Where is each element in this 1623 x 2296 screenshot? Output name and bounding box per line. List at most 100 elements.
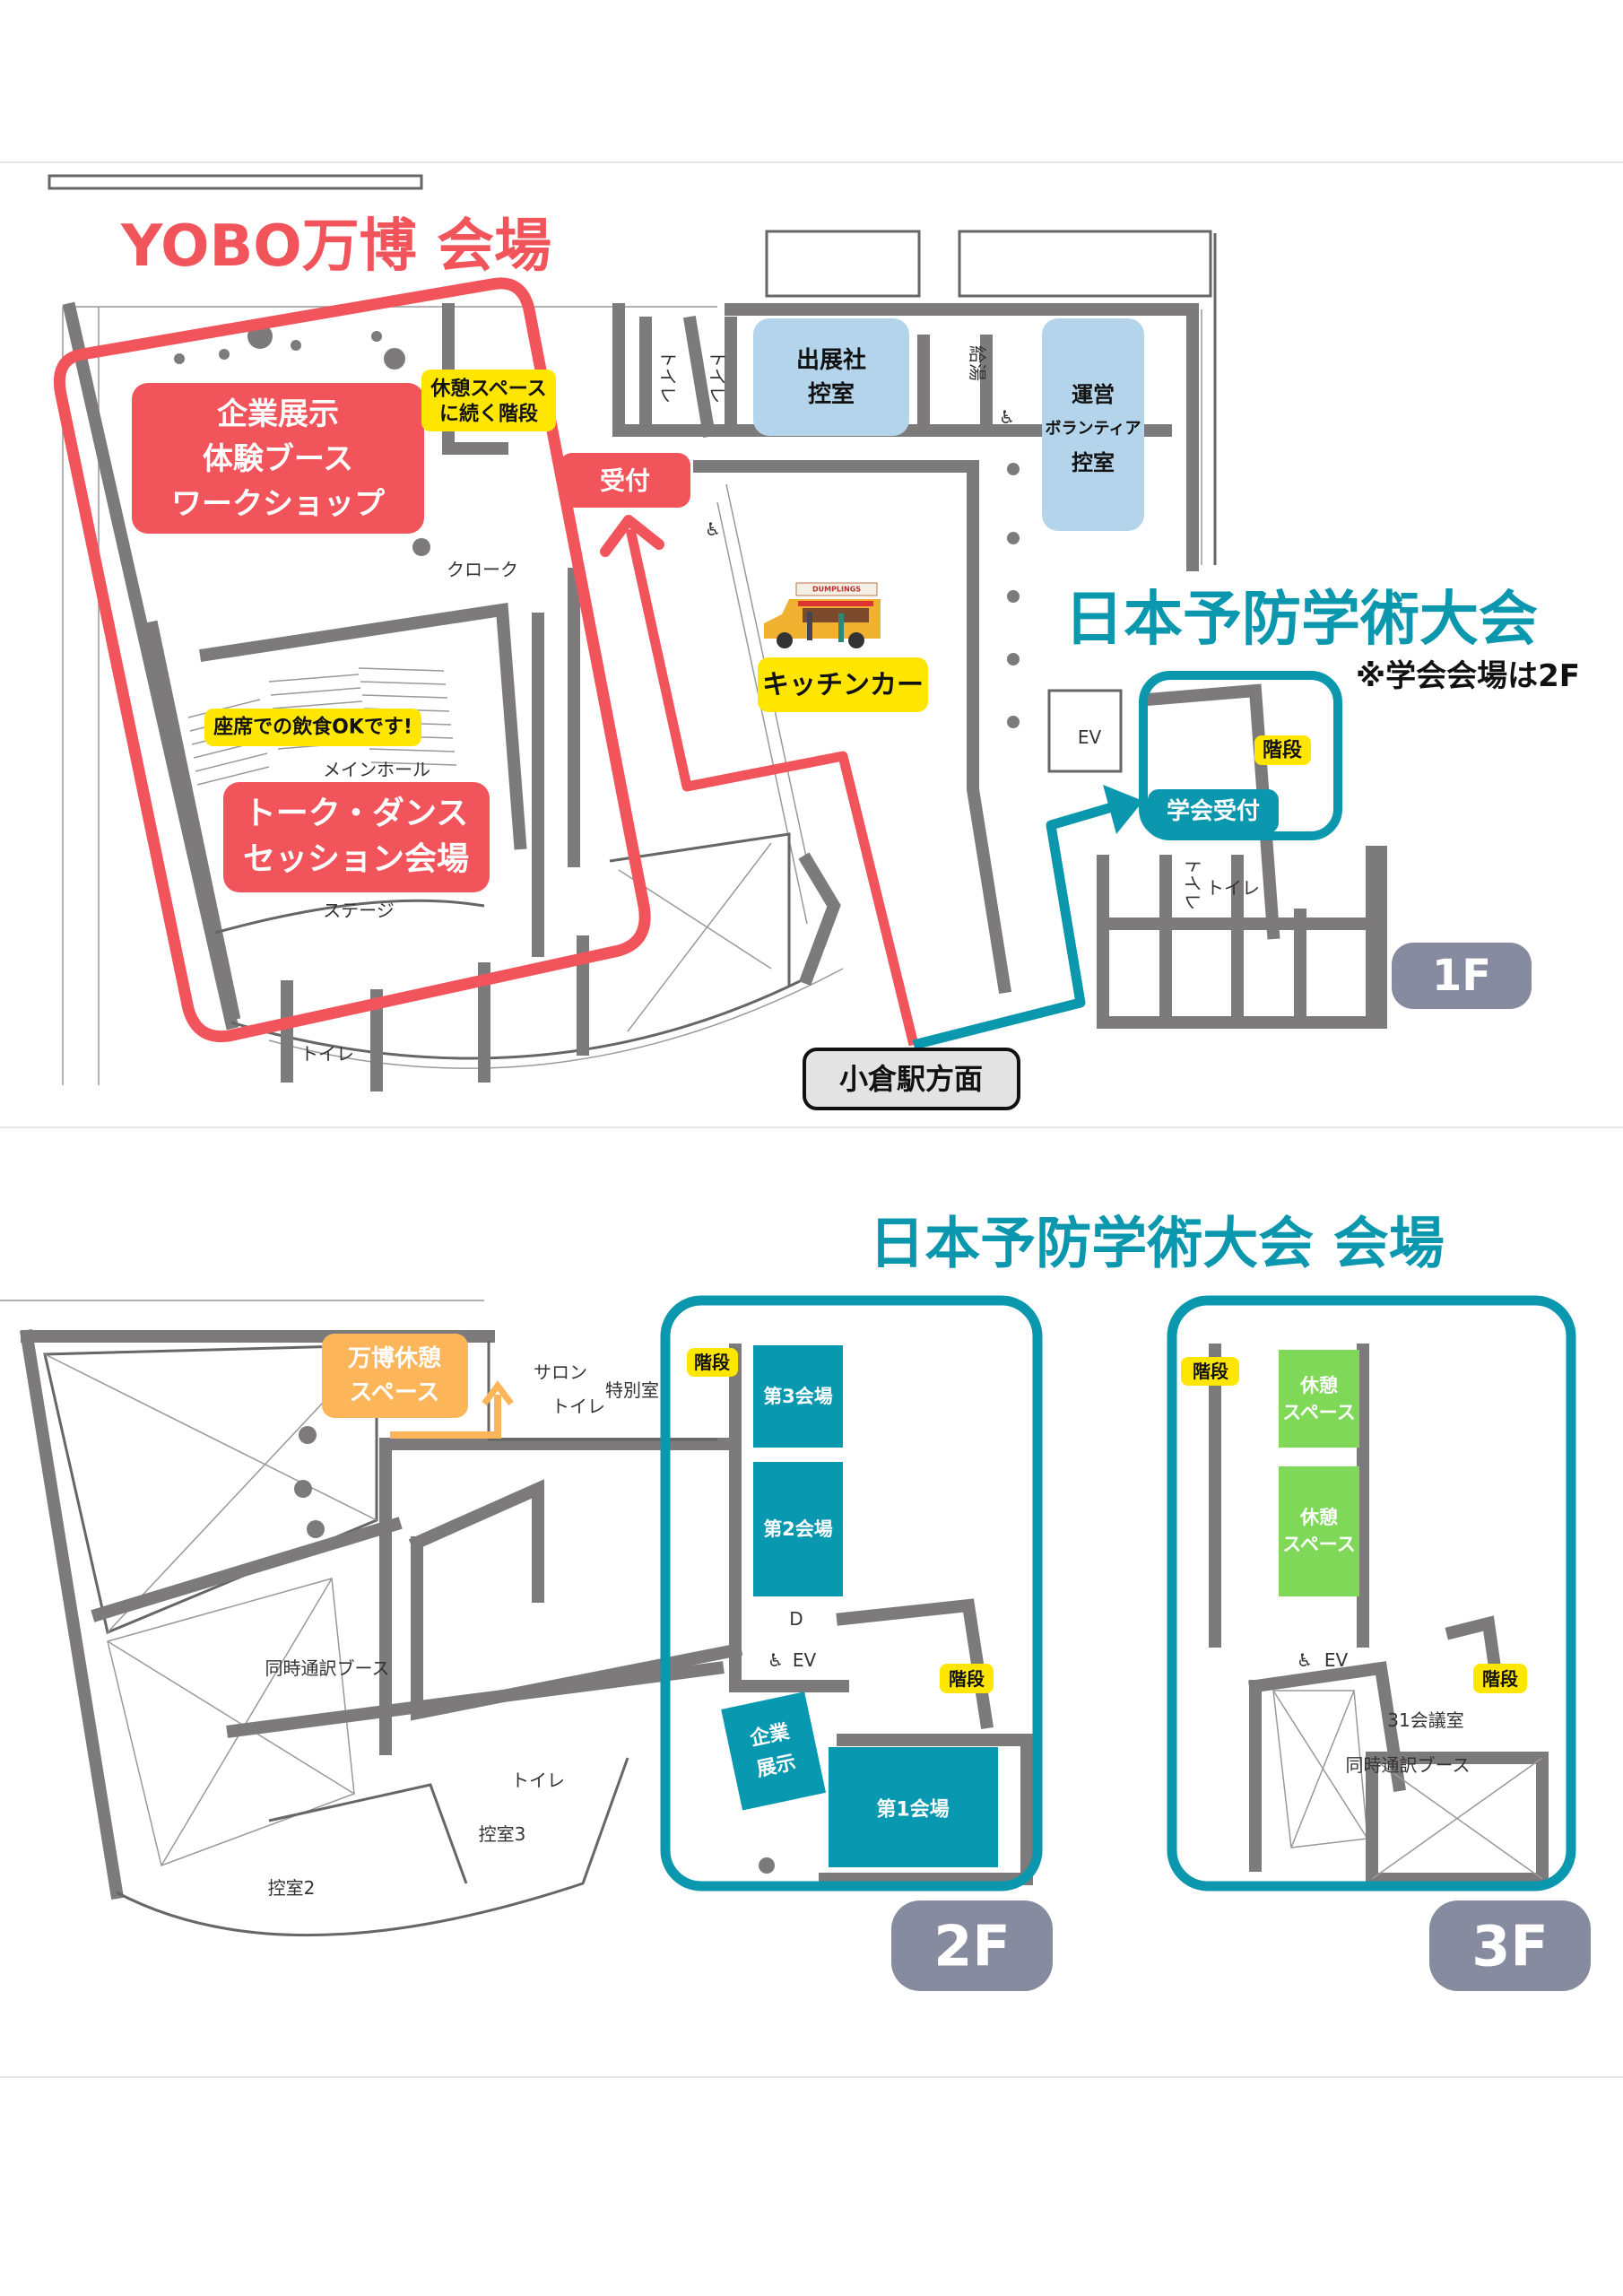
stairs-label: 階段	[940, 1664, 994, 1693]
svg-text:第2会場: 第2会場	[763, 1518, 833, 1540]
seat-food-note: 座席での飲食OKです!	[204, 709, 421, 746]
expo-rest-space: 万博休憩 スペース	[322, 1334, 514, 1439]
svg-text:スペース: スペース	[350, 1379, 440, 1406]
svg-text:スペース: スペース	[1282, 1534, 1355, 1555]
svg-text:小倉駅方面: 小倉駅方面	[839, 1062, 983, 1096]
kokura-station-direction: 小倉駅方面	[803, 1048, 1020, 1110]
volunteer-waiting-room: 運営 ボランティア 控室	[1042, 318, 1144, 531]
accessible-icon: ♿	[999, 406, 1015, 428]
stairs-label: 階段	[1181, 1357, 1239, 1386]
hall-3: 第3会場	[753, 1345, 843, 1448]
svg-text:休憩スペース: 休憩スペース	[430, 378, 546, 401]
svg-text:3F: 3F	[1471, 1914, 1549, 1979]
svg-text:階段: 階段	[949, 1668, 985, 1690]
svg-text:体験ブース: 体験ブース	[203, 441, 353, 477]
svg-text:運営: 運営	[1072, 382, 1115, 407]
route-to-yobo-expo	[600, 515, 919, 1047]
svg-text:企業展示: 企業展示	[217, 396, 339, 432]
room-d-label: D	[789, 1608, 803, 1630]
hall-1: 第1会場	[829, 1747, 998, 1867]
cloak-label: クローク	[447, 559, 518, 580]
floor3-conference-zone	[1167, 1295, 1576, 1892]
elevator-label: EV	[1078, 726, 1102, 748]
floor-1f-badge: 1F	[1392, 943, 1532, 1009]
floor2-conference-zone	[660, 1295, 1043, 1892]
interp-booth-label: 同時通訳ブース	[1346, 1754, 1471, 1776]
floor-2f-badge: 2F	[891, 1900, 1053, 1991]
svg-text:セッション会場: セッション会場	[243, 841, 469, 878]
rest-stairs-note: 休憩スペース に続く階段	[421, 370, 556, 431]
kitchen-car-label: キッチンカー	[758, 657, 928, 712]
svg-text:第1会場: 第1会場	[876, 1798, 949, 1822]
accessible-icon: ♿	[1297, 1649, 1313, 1671]
conference-title: 日本予防学術大会	[1064, 585, 1538, 654]
svg-text:トーク・ダンス: トーク・ダンス	[244, 796, 469, 832]
stairs-label: 階段	[1254, 735, 1311, 765]
toilet-label: トイレ	[511, 1770, 565, 1791]
reception-label: 受付	[560, 453, 690, 508]
floor3-plan	[1209, 1344, 1549, 1885]
conference-floor-note: ※学会会場は2F	[1356, 658, 1580, 694]
rest-space-3f-b: 休憩 スペース	[1279, 1466, 1359, 1596]
arrow-up-icon	[482, 1380, 514, 1406]
route-to-conference-reception	[912, 785, 1143, 1050]
interp-booth-label: 同時通訳ブース	[265, 1657, 390, 1679]
salon-label: サロン	[534, 1361, 587, 1383]
accessible-icon: ♿	[768, 1649, 784, 1671]
stairs-label: 階段	[687, 1348, 738, 1377]
yobo-expo-zone-outline	[53, 277, 651, 1043]
conference-venue-title: 日本予防学術大会 会場	[869, 1211, 1445, 1276]
arrow-up-icon	[600, 515, 664, 557]
toilet-label: トイレ	[707, 350, 728, 404]
svg-text:DUMPLINGS: DUMPLINGS	[812, 586, 861, 594]
yobo-expo-title: YOBO万博 会場	[120, 213, 551, 280]
svg-text:キッチンカー: キッチンカー	[762, 670, 924, 701]
elevator-label: EV	[793, 1649, 817, 1671]
arrow-right-icon	[1103, 785, 1143, 834]
svg-text:万博休憩: 万博休憩	[348, 1344, 441, 1372]
special-room-label: 特別室	[605, 1379, 659, 1401]
hall-2: 第2会場	[753, 1462, 843, 1596]
corporate-exhibit-area: 企業 展示	[721, 1692, 827, 1811]
svg-text:階段: 階段	[694, 1352, 730, 1373]
toilet-label: トイレ	[1206, 877, 1260, 899]
svg-text:学会受付: 学会受付	[1167, 797, 1260, 825]
svg-text:階段: 階段	[1263, 739, 1302, 762]
toilet-label: トイレ	[551, 1396, 605, 1417]
floor1-plan	[48, 174, 1387, 1091]
waiting-room-2-label: 控室2	[268, 1877, 316, 1899]
svg-text:1F: 1F	[1432, 951, 1491, 1001]
floor-3f-badge: 3F	[1429, 1900, 1591, 1991]
waiting-room-3-label: 控室3	[479, 1823, 526, 1845]
exhibit-booth-label: 企業展示 体験ブース ワークショップ	[132, 383, 424, 534]
svg-text:控室: 控室	[1072, 450, 1115, 475]
svg-text:受付: 受付	[600, 466, 650, 496]
accessible-icon: ♿	[705, 518, 721, 540]
talk-session-label: トーク・ダンス セッション会場	[223, 782, 490, 892]
toilet-label: トイレ	[300, 1043, 354, 1065]
stage-label: ステージ	[323, 900, 395, 921]
exhibitor-waiting-room: 出展社 控室	[753, 318, 909, 436]
rest-space-3f-a: 休憩 スペース	[1279, 1350, 1359, 1448]
svg-text:スペース: スペース	[1282, 1402, 1355, 1423]
main-hall-label: メインホール	[323, 759, 430, 780]
room-31-label: 31会議室	[1387, 1709, 1463, 1731]
svg-text:座席での飲食OKです!: 座席での飲食OKです!	[213, 716, 412, 739]
svg-text:ワークショップ: ワークショップ	[171, 486, 385, 522]
kyuto-label: 給湯	[967, 345, 988, 381]
svg-text:階段: 階段	[1193, 1361, 1228, 1382]
svg-text:階段: 階段	[1482, 1668, 1518, 1690]
stairs-label: 階段	[1473, 1664, 1527, 1693]
svg-text:休憩: 休憩	[1299, 1375, 1338, 1396]
svg-text:第3会場: 第3会場	[763, 1386, 833, 1407]
svg-text:に続く階段: に続く階段	[439, 403, 538, 426]
kitchen-car-icon: DUMPLINGS	[764, 582, 881, 648]
svg-text:出展社: 出展社	[796, 346, 866, 374]
toilet-label: トイレ	[1182, 857, 1203, 910]
svg-text:控室: 控室	[808, 380, 855, 408]
conference-reception-label: 学会受付	[1148, 789, 1279, 833]
svg-text:EV: EV	[1078, 726, 1102, 748]
svg-text:ボランティア: ボランティア	[1046, 420, 1141, 439]
conference-stairs-zone	[1139, 671, 1342, 840]
